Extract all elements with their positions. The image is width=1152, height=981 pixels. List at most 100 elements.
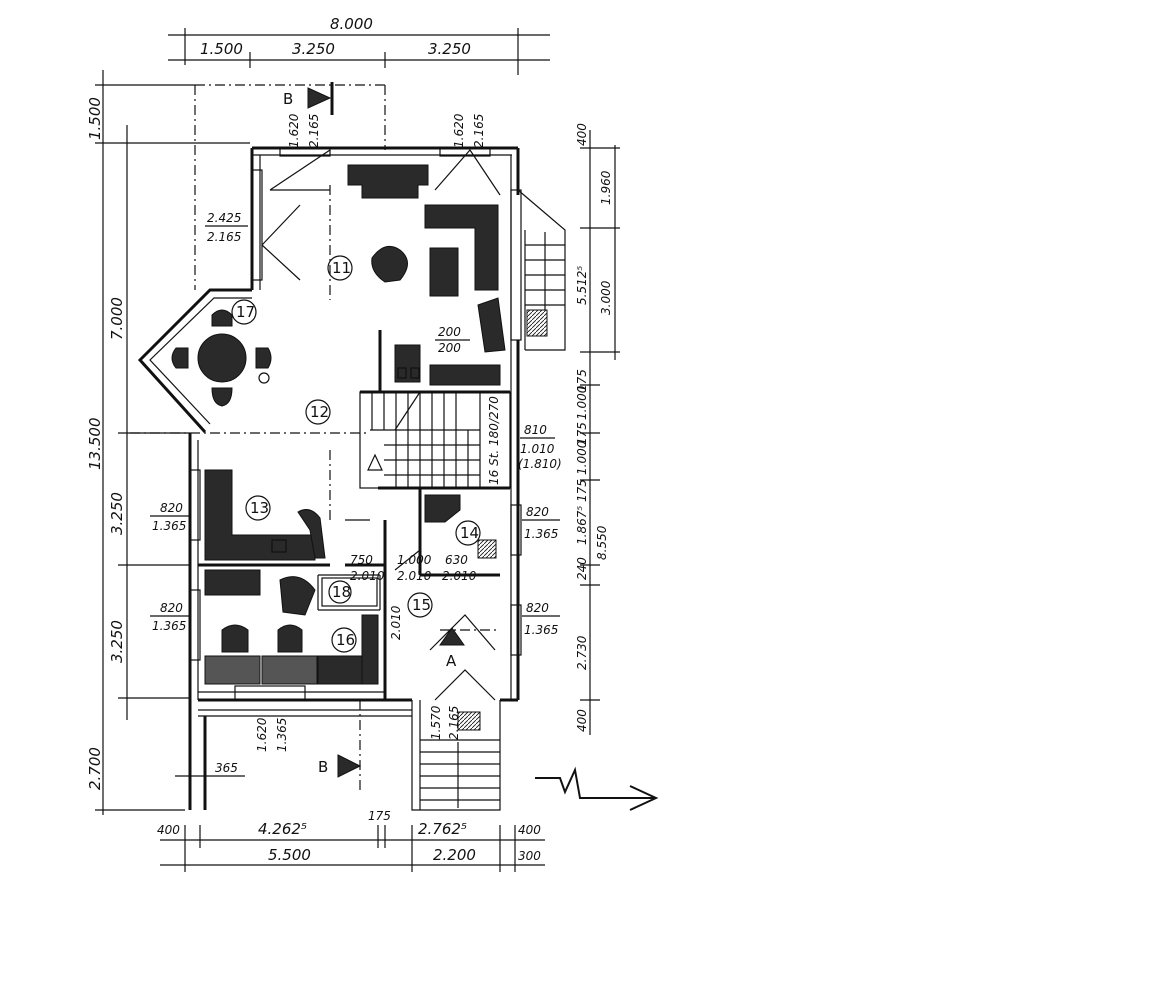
dim-bottom-300: 300 (518, 849, 541, 863)
top-left-window-height: 2.165 (307, 114, 321, 148)
center-opening-width: 200 (438, 325, 461, 339)
door630-height: 2.010 (442, 569, 477, 583)
dim-bottom-2200: 2.200 (433, 846, 476, 864)
room-18-circle (328, 580, 352, 604)
dim-left-a: 1.500 (86, 97, 104, 140)
room-12-label: 12 (310, 403, 329, 421)
windows (189, 147, 522, 701)
left-window-width: 2.425 (207, 211, 241, 225)
dim-right-1000-b: 1.000 (575, 440, 589, 475)
dim-bottom-2762: 2.762⁵ (418, 820, 467, 838)
room-14-label: 14 (460, 524, 479, 542)
left-dimensions: 1.500 7.000 13.500 3.250 3.250 2.700 (86, 70, 250, 815)
dim-right-175-c: 175 (575, 479, 589, 502)
door18-width: 750 (350, 553, 373, 567)
room16-window-height: 1.365 (152, 619, 186, 633)
room-13-circle (245, 495, 271, 521)
dim-right-175-b: 175 (575, 422, 589, 445)
room15-window-width: 820 (526, 601, 549, 615)
top-left-window-width: 1.620 (287, 113, 301, 148)
room-18-label: 18 (332, 583, 351, 601)
section-b-bottom-label: B (318, 758, 328, 776)
door630-width: 630 (445, 553, 468, 567)
room-12-circle (305, 399, 331, 425)
door18-height: 2.010 (350, 569, 385, 583)
room-17-circle (231, 299, 257, 325)
room-15-label: 15 (412, 596, 431, 614)
room-13-label: 13 (250, 499, 269, 517)
bottom-dimensions: 400 4.262⁵ 175 2.762⁵ 400 5.500 2.200 30… (157, 809, 545, 872)
room15-window-height: 1.365 (524, 623, 558, 637)
room14-window-width: 820 (526, 505, 549, 519)
room-11-label: 11 (332, 259, 351, 277)
dim-left-d: 3.250 (108, 620, 126, 663)
room-11-circle (327, 255, 353, 281)
section-b-top-label: B (283, 90, 293, 108)
stair-door-810: 810 (524, 423, 547, 437)
top-dimensions: 8.000 1.500 3.250 3.250 (168, 15, 550, 75)
entry-door-width: 1.570 (429, 705, 443, 740)
dim-right-3000: 3.000 (599, 280, 613, 315)
entry-door-height: 2.165 (447, 706, 461, 740)
stair-door-1010: 1.010 (520, 442, 555, 456)
left-window-height: 2.165 (207, 230, 241, 244)
section-b-top-arrow (307, 87, 332, 109)
room-16-circle (331, 627, 357, 653)
bottom-left-365: 365 (215, 761, 238, 775)
dim-right-240: 240 (575, 557, 589, 580)
door14-width: 1.000 (397, 553, 432, 567)
dim-seg-1: 1.500 (200, 40, 243, 58)
center-opening-height: 200 (438, 341, 461, 355)
bottom-window-height: 1.365 (275, 718, 289, 752)
dim-bottom-5500: 5.500 (268, 846, 311, 864)
stair-door-1810: (1.810) (518, 457, 562, 471)
dim-right-1000-a: 1.000 (575, 385, 589, 420)
room13-window-height: 1.365 (152, 519, 186, 533)
room-15-circle (407, 592, 433, 618)
dim-right-400-bottom: 400 (575, 709, 589, 732)
furniture (171, 164, 506, 685)
door14-height: 2.010 (397, 569, 432, 583)
dim-seg-2: 3.250 (292, 40, 335, 58)
dim-seg-3: 3.250 (428, 40, 471, 58)
section-a-label: A (446, 652, 457, 670)
dim-bottom-175: 175 (368, 809, 391, 823)
room-14-circle (455, 520, 481, 546)
dim-left-c: 3.250 (108, 492, 126, 535)
section-b-bottom-arrow (337, 754, 362, 778)
opening-labels: 1.620 2.165 1.620 2.165 2.425 2.165 200 … (150, 113, 562, 777)
right-dimensions: 400 1.960 5.512⁵ 3.000 175 1.000 175 1.0… (575, 123, 620, 735)
door16-side-height: 2.010 (389, 605, 403, 640)
terrace-outline (130, 84, 500, 790)
dim-right-2730: 2.730 (575, 635, 589, 670)
dim-right-5512: 5.512⁵ (575, 266, 589, 305)
dim-overall-width: 8.000 (330, 15, 373, 33)
top-right-window-width: 1.620 (452, 113, 466, 148)
dim-left-e: 2.700 (86, 747, 104, 790)
top-right-window-height: 2.165 (472, 114, 486, 148)
entrance-stairs (411, 700, 501, 811)
dim-right-1867: 1.867⁵ (575, 506, 589, 545)
walls (137, 146, 520, 810)
section-markers: B B A (283, 82, 465, 778)
dim-right-8550: 8.550 (595, 525, 609, 560)
dim-right-1960: 1.960 (599, 170, 613, 205)
dim-left-b: 7.000 (108, 297, 126, 340)
dim-bottom-400-right: 400 (518, 823, 541, 837)
internal-stairs: 16 St. 180/270 (359, 391, 511, 489)
dim-right-175-a: 175 (575, 369, 589, 392)
bottom-window-width: 1.620 (255, 717, 269, 752)
room14-window-height: 1.365 (524, 527, 558, 541)
room-labels: 11 12 13 14 15 16 17 18 (231, 255, 481, 653)
dim-left-overall: 13.500 (86, 418, 104, 471)
room16-window-width: 820 (160, 601, 183, 615)
section-a-arrow (439, 627, 465, 646)
room13-window-width: 820 (160, 501, 183, 515)
room-16-label: 16 (336, 631, 355, 649)
door-swings (261, 149, 501, 701)
dim-bottom-400-left: 400 (157, 823, 180, 837)
dim-bottom-4262: 4.262⁵ (258, 820, 307, 838)
stair-step-label: 16 St. 180/270 (487, 396, 501, 485)
north-arrow (535, 766, 659, 811)
